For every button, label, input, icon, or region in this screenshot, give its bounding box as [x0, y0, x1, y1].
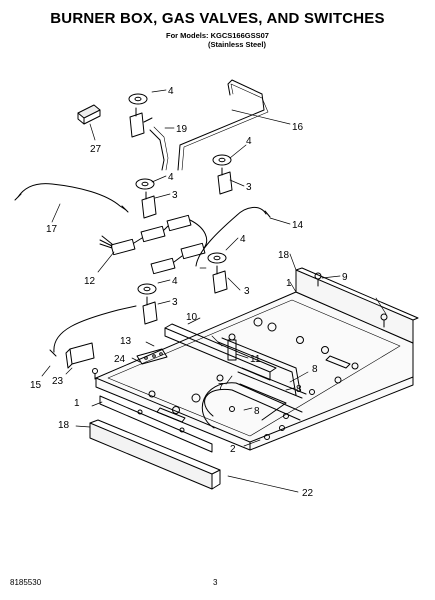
callout-4-e: 4 — [172, 276, 178, 287]
page-number: 3 — [213, 578, 218, 587]
callout-labels: 4 16 19 27 4 3 4 3 17 14 4 18 1 9 4 12 3… — [30, 86, 348, 499]
models-finish: (Stainless Steel) — [208, 40, 266, 49]
callout-10: 10 — [186, 312, 198, 323]
mounting-bracket — [65, 342, 95, 369]
callout-1-left: 1 — [74, 398, 80, 409]
models-line: For Models: KGCS166GSS07 — [166, 31, 269, 40]
connector-27 — [77, 104, 101, 125]
callout-4-a: 4 — [168, 86, 174, 97]
callout-15: 15 — [30, 380, 42, 391]
leader-lines — [41, 89, 387, 493]
igniter-strip — [136, 348, 168, 365]
callout-24: 24 — [114, 354, 126, 365]
valve-left-middle — [135, 178, 157, 219]
switch-harness — [99, 214, 208, 275]
callout-3-a: 3 — [246, 182, 252, 193]
callout-3-b: 3 — [172, 190, 178, 201]
valve-left-lower — [137, 283, 158, 325]
callout-19: 19 — [176, 124, 188, 135]
callout-11: 11 — [250, 354, 261, 365]
screws — [92, 272, 388, 440]
gas-line-16 — [177, 79, 269, 171]
gas-line-14 — [195, 207, 271, 267]
callout-3-d: 3 — [172, 297, 178, 308]
callout-14: 14 — [292, 220, 304, 231]
callout-8-c: 8 — [254, 406, 260, 417]
callout-18-right: 18 — [278, 250, 290, 261]
document-number: 8185530 — [10, 578, 42, 587]
callout-1-right: 1 — [286, 278, 292, 289]
manifold-rail — [89, 419, 221, 490]
callout-2: 2 — [230, 444, 236, 455]
center-support — [164, 323, 277, 381]
callout-23: 23 — [52, 376, 64, 387]
valve-top — [128, 93, 153, 138]
callout-16: 16 — [292, 122, 304, 133]
burner-tubes — [201, 337, 307, 429]
tube-19 — [149, 126, 169, 171]
callout-17: 17 — [46, 224, 58, 235]
callout-12: 12 — [84, 276, 96, 287]
gas-line-17 — [14, 183, 129, 213]
diagram-title: BURNER BOX, GAS VALVES, AND SWITCHES — [50, 10, 385, 27]
valve-right-lower — [207, 252, 228, 294]
models-note: For Models: KGCS166GSS07 (Stainless Stee… — [166, 31, 269, 49]
gas-line-15 — [49, 305, 137, 357]
callout-13: 13 — [120, 336, 132, 347]
callout-9: 9 — [342, 272, 348, 283]
valve-right-upper — [212, 154, 233, 195]
callout-18-left: 18 — [58, 420, 70, 431]
callout-7: 7 — [218, 382, 224, 393]
front-bracket — [99, 395, 213, 453]
callout-8-a: 8 — [312, 364, 318, 375]
callout-8-b: 8 — [296, 384, 302, 395]
callout-4-c: 4 — [168, 172, 174, 183]
callout-4-d: 4 — [240, 234, 246, 245]
callout-4-b: 4 — [246, 136, 252, 147]
burner-box — [95, 291, 414, 451]
callout-3-c: 3 — [244, 286, 250, 297]
callout-27: 27 — [90, 144, 102, 155]
callout-22: 22 — [302, 488, 314, 499]
